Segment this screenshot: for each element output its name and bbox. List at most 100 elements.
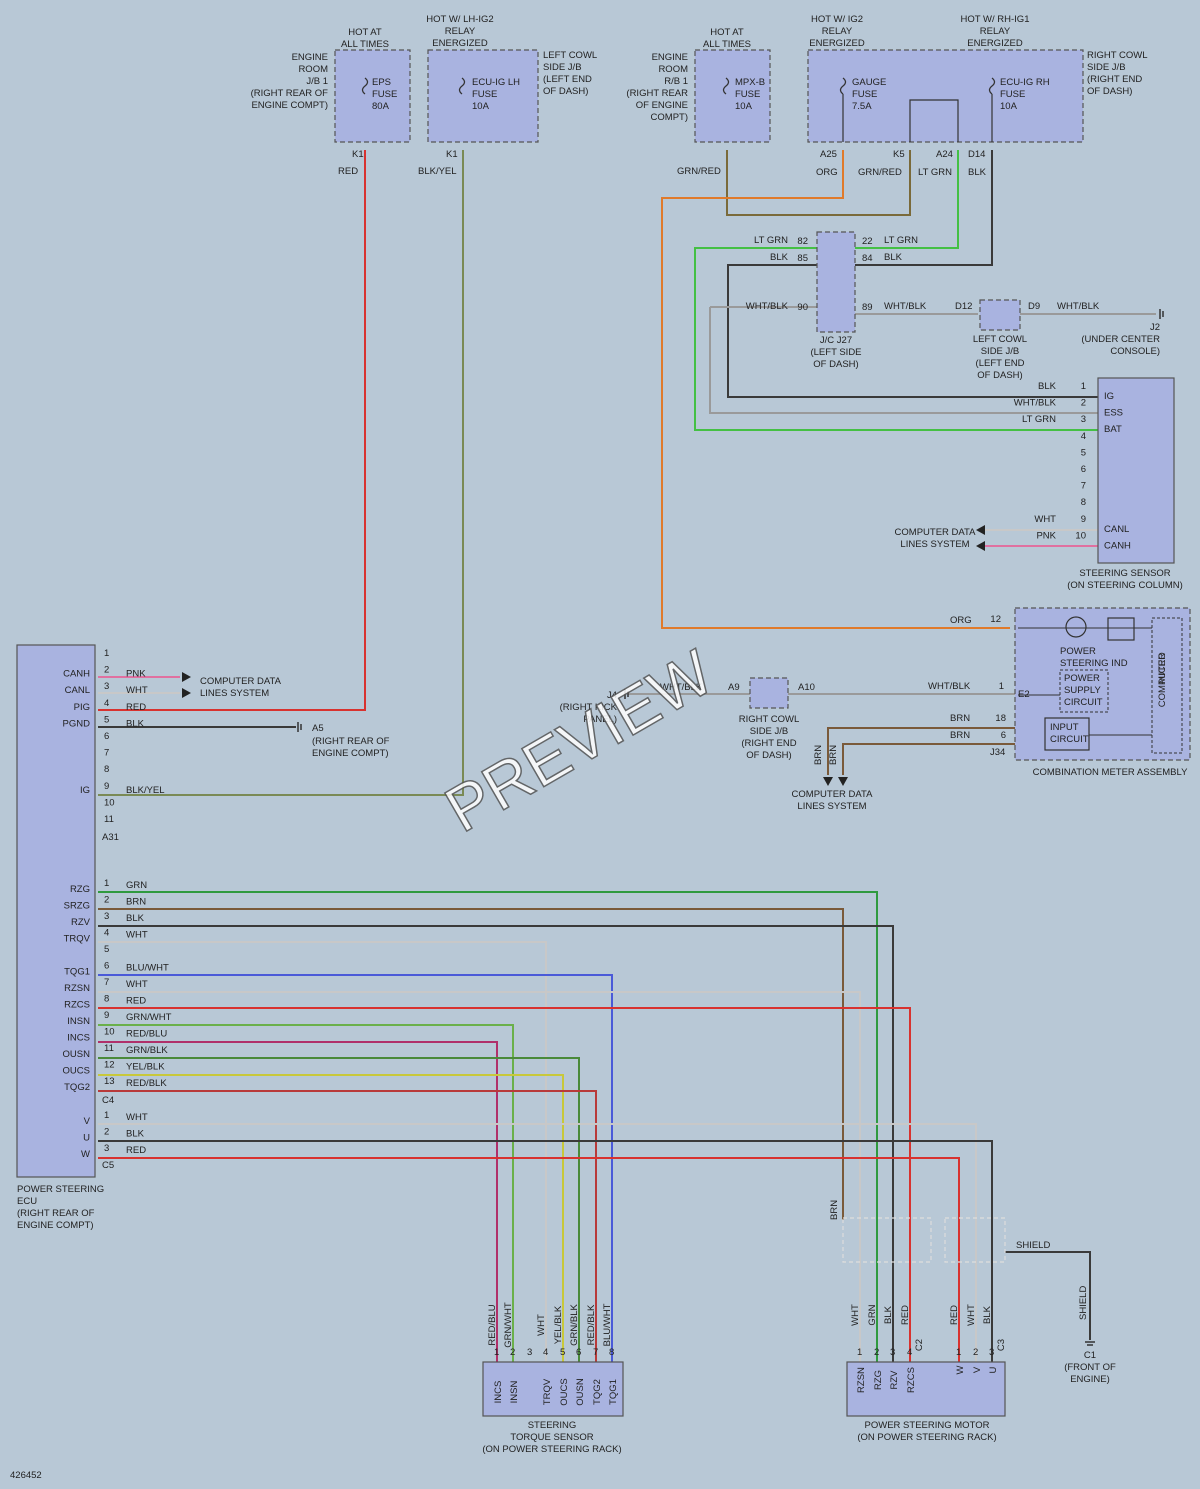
ecu-c4-pin: 8 [104, 994, 109, 1005]
ecu-c4-pin: 11 [104, 1043, 114, 1054]
ecu-a31-wire: WHT [126, 685, 148, 696]
fuse-eps-label: 80A [372, 101, 390, 112]
ecu-c5-wire: RED [126, 1145, 146, 1156]
right-cowl-label: RIGHT COWL [739, 714, 800, 725]
fuse-mpx-b-label: MPX-B [735, 77, 765, 88]
ecu-c4-name: RZCS [64, 1000, 90, 1011]
wire-trqv [98, 941, 547, 1362]
ecu-c4-name: TQG2 [64, 1082, 90, 1093]
ecu-c4-name: INSN [67, 1016, 90, 1027]
ecu-a31-pin: 2 [104, 665, 109, 676]
wire-label-org: ORG [816, 167, 838, 178]
meter-data-lines-label: COMPUTER DATA [792, 789, 874, 800]
ecu-a31-pin: 9 [104, 781, 109, 792]
ecu-c4-pin: 2 [104, 895, 109, 906]
arrow-brn2-icon [838, 777, 848, 786]
torque-sensor-title: (ON POWER STEERING RACK) [482, 1444, 621, 1455]
torque-pin-name: TQG1 [608, 1379, 619, 1405]
ecu-c5-name: U [83, 1133, 90, 1144]
torque-wire-label: GRN/BLK [569, 1303, 580, 1345]
ecu-a31-pin: 10 [104, 797, 115, 808]
terminal-d14: D14 [968, 149, 985, 160]
fuse-mpx-b-label: FUSE [735, 89, 760, 100]
fuse-ecu-ig-lh-header: HOT W/ LH-IG2 [426, 14, 493, 25]
ecu-c5-name: W [81, 1149, 90, 1160]
wire-rzg [98, 891, 878, 1362]
ground-a5-label: A5 [312, 723, 324, 734]
fuse-box-mpx-b [694, 49, 771, 143]
junction-j27 [816, 231, 856, 333]
wire-u [98, 1140, 993, 1362]
sensor-wire-label: WHT/BLK [1014, 398, 1057, 409]
junction-j27-label: (LEFT SIDE [810, 347, 861, 358]
fuse-eps-location: J/B 1 [306, 76, 328, 87]
indicator-lamp-icon [1065, 616, 1087, 638]
j27-pin-right: 89 [862, 302, 873, 313]
motor-c2-name: RZCS [906, 1367, 917, 1393]
steering-sensor-title: (ON STEERING COLUMN) [1067, 580, 1183, 591]
fuse-mpx-b-location: COMPT) [651, 112, 688, 123]
fuse-eps-header: HOT AT [348, 27, 382, 38]
j27-wire-right: WHT/BLK [884, 301, 927, 312]
ecu-c4-wire: RED/BLU [126, 1029, 167, 1040]
motor-c3-name: V [972, 1366, 983, 1373]
ecu-c4-pin: 4 [104, 928, 109, 939]
j27-wire-left: BLK [770, 252, 789, 263]
fuse-ecu-ig-rh-location: (RIGHT END [1087, 74, 1142, 85]
meter-label-psc: CIRCUIT [1064, 697, 1103, 708]
meter-label-micro: COMPUTER [1157, 653, 1168, 708]
j27-pin-right: 84 [862, 253, 873, 264]
ecu-c4-name: TRQV [64, 934, 91, 945]
arrow-canh-icon [976, 541, 985, 551]
sensor-pin-name: CANL [1104, 524, 1129, 535]
fuse-ecu-ig-rh-label: ECU-IG RH [1000, 77, 1050, 88]
fuse-gauge-header: RELAY [822, 26, 853, 37]
ecu-c5-pin: 1 [104, 1110, 109, 1121]
ecu-c4-pin: 1 [104, 878, 109, 889]
ecu-c4-wire: WHT [126, 930, 148, 941]
fuse-mpx-b-location: R/B 1 [664, 76, 688, 87]
junction-j27-label: OF DASH) [813, 359, 858, 370]
ecu-title: ECU [17, 1196, 37, 1207]
sensor-pin-number: 2 [1081, 398, 1086, 409]
wire-shield [1005, 1251, 1091, 1340]
fuse-ecu-ig-lh-location: OF DASH) [543, 86, 588, 97]
left-cowl-label: (LEFT END [976, 358, 1025, 369]
ecu-title: POWER STEERING [17, 1184, 104, 1195]
wire-label-blkyel: BLK/YEL [418, 166, 457, 177]
ecu-a31-pin: 3 [104, 681, 109, 692]
wire-label-blk: BLK [968, 167, 987, 178]
ecu-c4-name: TQG1 [64, 967, 90, 978]
ecu-a31-pin: 11 [104, 814, 114, 825]
meter-element [1107, 617, 1135, 641]
wire-label-red: RED [338, 166, 358, 177]
meter-label-indicator: STEERING IND [1060, 658, 1128, 669]
motor-c2-wire: WHT [850, 1304, 861, 1326]
j27-wire-left: WHT/BLK [746, 301, 789, 312]
fuse-gauge-label: GAUGE [852, 77, 886, 88]
fuse-eps-header: ALL TIMES [341, 39, 389, 50]
torque-wire-label: YEL/BLK [553, 1305, 564, 1344]
left-cowl-label: SIDE J/B [981, 346, 1020, 357]
torque-pin-name: OUSN [575, 1378, 586, 1406]
fuse-ecu-ig-rh-icon [988, 77, 996, 95]
shield-label-vertical: SHIELD [1078, 1286, 1089, 1320]
motor-c3-name: U [988, 1366, 999, 1373]
shield-label: SHIELD [1016, 1240, 1050, 1251]
fuse-ecu-ig-lh-label: 10A [472, 101, 490, 112]
sensor-pin-number: 6 [1081, 464, 1086, 475]
sensor-pin-name: IG [1104, 391, 1114, 402]
j27-pin-right: 22 [862, 236, 873, 247]
wire-incs [98, 1041, 498, 1362]
motor-c3-pin: 2 [973, 1347, 978, 1358]
ecu-c4-pin: 12 [104, 1060, 115, 1071]
sensor-data-lines-label: COMPUTER DATA [895, 527, 977, 538]
torque-pin-name: TQG2 [592, 1379, 603, 1405]
torque-pin-name: TRQV [542, 1378, 553, 1405]
wire-brn-18 [827, 727, 1015, 775]
ecu-c4-name: INCS [67, 1033, 90, 1044]
fuse-gauge-header: ENERGIZED [809, 38, 865, 49]
ecu-c4-wire: GRN/WHT [126, 1012, 172, 1023]
wire-oucs [98, 1074, 564, 1362]
sensor-wire-label: WHT [1034, 514, 1056, 525]
